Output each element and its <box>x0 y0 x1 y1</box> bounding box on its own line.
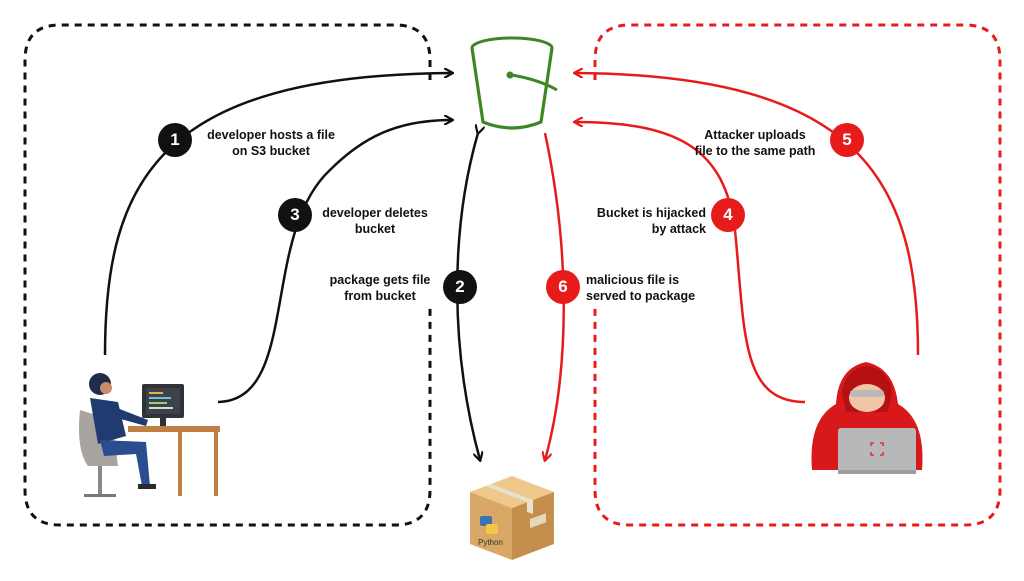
step-5-badge: 5 <box>830 123 864 157</box>
hooded-attacker-laptop-icon <box>811 362 923 474</box>
python-package-box-icon <box>470 476 554 560</box>
arrow-step-6 <box>545 132 565 460</box>
step-1-badge: 1 <box>158 123 192 157</box>
developer-at-desk-icon <box>79 373 220 497</box>
s3-bucket-icon <box>470 36 558 130</box>
step-2-badge: 2 <box>443 270 477 304</box>
python-logo-text: Python <box>478 538 503 547</box>
arrow-step-3 <box>217 120 452 404</box>
arrow-step-4 <box>575 122 806 404</box>
step-4-badge: 4 <box>711 198 745 232</box>
step-6-badge: 6 <box>546 270 580 304</box>
step-3-badge: 3 <box>278 198 312 232</box>
attacker-zone-border <box>593 23 1002 527</box>
developer-zone-border <box>23 23 432 527</box>
